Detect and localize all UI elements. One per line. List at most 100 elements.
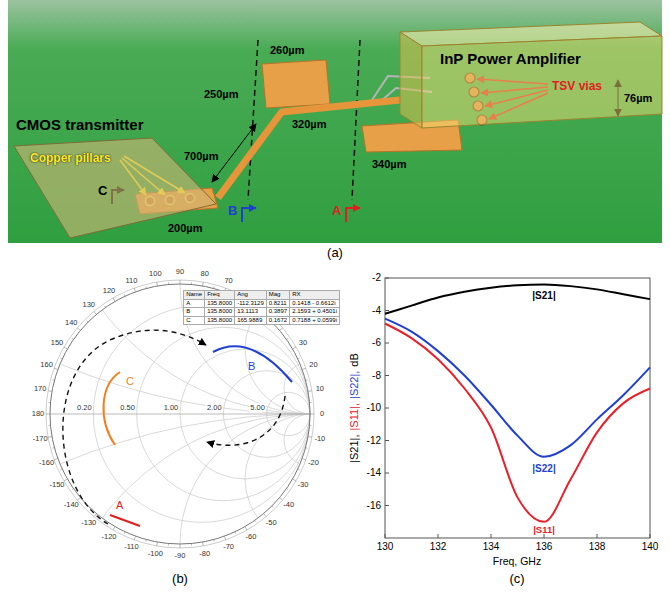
angle-tick <box>224 288 225 292</box>
angle-tick <box>298 468 300 470</box>
reactance-arc <box>0 414 670 593</box>
angle-tick <box>264 514 267 517</box>
angle-tick <box>94 311 97 314</box>
tick-label: -10 <box>367 402 381 414</box>
angle-tick <box>49 402 51 403</box>
reactance-arc <box>180 414 440 593</box>
port-marker <box>346 208 360 222</box>
angle-tick <box>49 425 51 426</box>
angle-tick <box>180 280 181 284</box>
angle-label: -30 <box>298 481 309 490</box>
angle-tick <box>94 514 97 517</box>
angle-label: 140 <box>65 318 78 327</box>
tick-label: -16 <box>367 500 381 512</box>
angle-tick <box>234 532 236 534</box>
axis-tick <box>438 534 439 538</box>
angle-label: -110 <box>124 543 138 552</box>
reactance-arc <box>245 414 375 544</box>
angle-label: 130 <box>82 301 95 310</box>
part-label: Copper pillars <box>30 152 111 166</box>
impedance-curve <box>213 346 292 382</box>
angle-tick <box>213 540 215 542</box>
transformation-arrow <box>63 330 206 524</box>
angle-tick <box>272 321 273 322</box>
angle-tick <box>54 368 58 369</box>
angle-tick <box>87 321 88 322</box>
chip-title: CMOS transmitter <box>16 116 144 133</box>
curve-label: |S22| <box>532 463 555 475</box>
s-parameter-plot <box>385 278 650 538</box>
angle-label: -140 <box>64 501 79 510</box>
dimension-label: 320µm <box>292 118 326 131</box>
angle-label: 20 <box>309 361 317 370</box>
table-cell: Freq <box>205 291 235 300</box>
angle-tick <box>168 283 169 285</box>
axis-title-part: |S21|, <box>348 435 360 463</box>
angle-tick <box>255 306 256 308</box>
marker-table: NameFreqAngMagRXA135.8000-112.31290.8211… <box>183 290 340 325</box>
angle-tick <box>310 402 312 403</box>
angle-tick <box>234 294 236 296</box>
angle-tick <box>310 414 314 415</box>
axis-tick <box>650 534 651 538</box>
angle-tick <box>298 358 300 360</box>
angle-tick <box>156 282 158 286</box>
angle-tick <box>52 379 54 381</box>
angle-label: -120 <box>101 533 116 542</box>
axis-tick <box>491 534 492 538</box>
axis-tick <box>385 505 389 506</box>
axis-title: Freq, GHz <box>493 555 541 567</box>
plot-frame <box>385 278 650 538</box>
leader-arrow <box>489 93 548 119</box>
impedance-curve <box>110 515 140 526</box>
pa-pad <box>362 120 462 152</box>
tick-label: 140 <box>642 541 659 553</box>
angle-label: 160 <box>40 361 53 370</box>
axis-title-part: |S22|, <box>348 371 360 399</box>
axis-tick <box>385 343 389 344</box>
stub-pad <box>262 60 330 108</box>
resistance-label: 0.20 <box>76 403 93 412</box>
axis-tick <box>385 310 389 311</box>
table-cell: B <box>184 308 205 317</box>
table-row: B135.800013.11130.38972.1593 + 0.4501i <box>184 308 340 317</box>
reactance-arc <box>0 0 670 414</box>
angle-tick <box>306 447 308 449</box>
angle-tick <box>54 458 58 459</box>
tick-label: 136 <box>536 541 553 553</box>
chip-outline <box>12 116 218 240</box>
angle-label: 10 <box>316 385 324 394</box>
angle-tick <box>293 479 296 481</box>
tick-label: -2 <box>372 272 381 284</box>
angle-tick <box>191 283 192 285</box>
angle-label: 70 <box>224 276 232 285</box>
table-cell: C <box>184 316 205 325</box>
angle-tick <box>302 368 306 369</box>
axis-tick <box>544 534 545 538</box>
angle-tick <box>134 288 135 292</box>
angle-tick <box>280 498 283 501</box>
angle-tick <box>293 347 296 349</box>
chip-face <box>14 138 216 238</box>
angle-label: 0 <box>320 410 324 419</box>
curve-label: |S11| <box>533 525 555 536</box>
panel-label: (c) <box>509 572 524 587</box>
angle-label: -130 <box>81 518 96 527</box>
angle-tick <box>202 542 204 546</box>
port-marker <box>112 190 124 204</box>
angle-tick <box>255 520 256 522</box>
table-row: NameFreqAngMagRX <box>184 291 340 300</box>
chip-face <box>422 36 662 128</box>
angle-tick <box>134 536 135 540</box>
angle-tick <box>46 414 50 415</box>
s-parameter-curve <box>385 324 650 522</box>
angle-tick <box>202 282 204 286</box>
dimension-arrow <box>618 80 619 116</box>
axis-tick <box>597 534 598 538</box>
angle-tick <box>72 489 74 490</box>
leader-arrow <box>124 156 185 193</box>
chip-outline <box>400 22 662 128</box>
